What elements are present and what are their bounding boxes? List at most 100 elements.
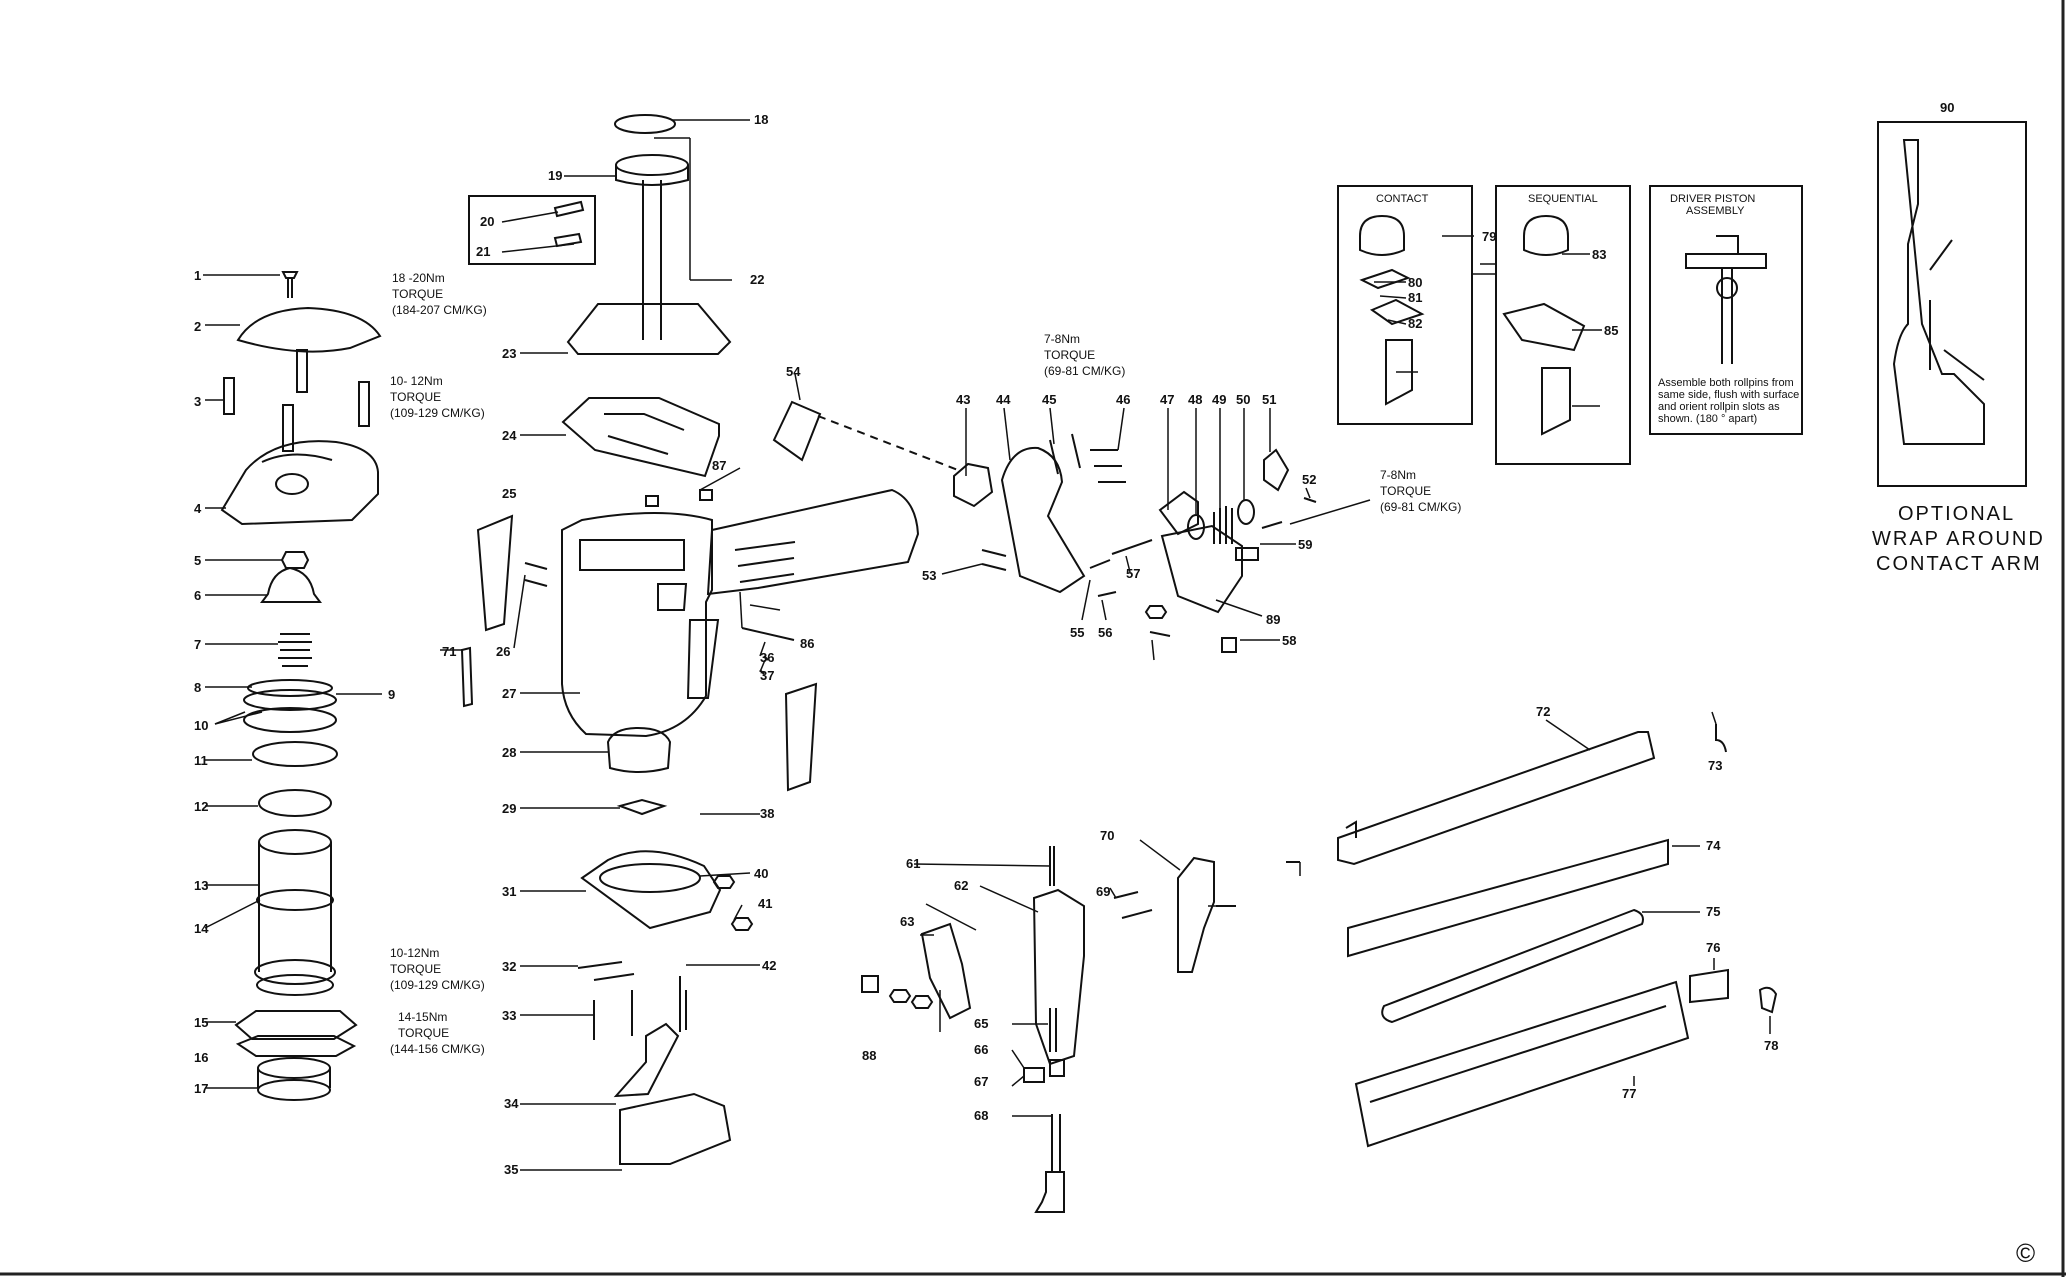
part-label: 49 <box>1212 392 1226 407</box>
part-label: 23 <box>502 346 516 361</box>
part-label: 73 <box>1708 758 1722 773</box>
part-label: 69 <box>1096 884 1110 899</box>
part-label: 45 <box>1042 392 1056 407</box>
part-label: 74 <box>1706 838 1721 853</box>
part-label: 34 <box>504 1096 519 1111</box>
part-number-labels: 1 2 3 4 5 6 7 8 9 10 11 12 13 14 15 16 1… <box>194 112 1778 1177</box>
svg-text:TORQUE: TORQUE <box>398 1026 449 1040</box>
part-label: 19 <box>548 168 562 183</box>
part-label: 3 <box>194 394 201 409</box>
part-label: 1 <box>194 268 201 283</box>
part-label: 20 <box>480 214 494 229</box>
part-label: 65 <box>974 1016 988 1031</box>
torque-note: 10- 12Nm TORQUE (109-129 CM/KG) <box>390 374 485 420</box>
part-label: 46 <box>1116 392 1130 407</box>
svg-text:same side, flush with surface: same side, flush with surface <box>1658 389 1799 401</box>
left-stack-parts <box>220 271 382 1101</box>
part-label: 36 <box>760 650 774 665</box>
part-label: 18 <box>754 112 768 127</box>
explode-dash-line <box>817 415 959 471</box>
svg-text:TORQUE: TORQUE <box>390 962 441 976</box>
part-label: 53 <box>922 568 936 583</box>
torque-note: 18 -20Nm TORQUE (184-207 CM/KG) <box>392 271 487 317</box>
part-label: 88 <box>862 1048 876 1063</box>
part-label: 79 <box>1482 229 1496 244</box>
part-label: 35 <box>504 1162 518 1177</box>
svg-text:CONTACT ARM: CONTACT ARM <box>1876 553 2042 575</box>
part-label: 66 <box>974 1042 988 1057</box>
part-label: 85 <box>1604 323 1618 338</box>
part-label: 54 <box>786 364 801 379</box>
part-label: 70 <box>1100 828 1114 843</box>
part-label: 10 <box>194 718 208 733</box>
part-label: 57 <box>1126 566 1140 581</box>
svg-text:(109-129 CM/KG): (109-129 CM/KG) <box>390 406 485 420</box>
copyright-symbol: © <box>2016 1238 2035 1268</box>
part-label: 17 <box>194 1081 208 1096</box>
part-label: 12 <box>194 799 208 814</box>
part-label: 24 <box>502 428 517 443</box>
part-label: 33 <box>502 1008 516 1023</box>
inset-optional-contact-arm <box>1877 121 2027 487</box>
part-label: 6 <box>194 588 201 603</box>
inset-sequential-title: SEQUENTIAL <box>1528 193 1598 205</box>
part-label: 40 <box>754 866 768 881</box>
svg-text:and orient rollpin slots as: and orient rollpin slots as <box>1658 401 1780 413</box>
svg-text:TORQUE: TORQUE <box>392 287 443 301</box>
part-label: 29 <box>502 801 516 816</box>
part-label: 26 <box>496 644 510 659</box>
magazine-parts <box>1286 724 1778 1148</box>
svg-text:TORQUE: TORQUE <box>1380 484 1431 498</box>
svg-text:WRAP AROUND: WRAP AROUND <box>1872 528 2045 550</box>
part-label: 28 <box>502 745 516 760</box>
torque-note: 7-8Nm TORQUE (69-81 CM/KG) <box>1380 468 1461 514</box>
part-label: 78 <box>1764 1038 1778 1053</box>
part-label: 52 <box>1302 472 1316 487</box>
part-label: 58 <box>1282 633 1296 648</box>
svg-text:18 -20Nm: 18 -20Nm <box>392 271 445 285</box>
part-label: 25 <box>502 486 516 501</box>
trigger-parts <box>953 433 1317 653</box>
part-label: 89 <box>1266 612 1280 627</box>
part-label: 9 <box>388 687 395 702</box>
svg-text:7-8Nm: 7-8Nm <box>1044 332 1080 346</box>
torque-note: 14-15Nm TORQUE (144-156 CM/KG) <box>390 1010 485 1056</box>
svg-text:(144-156 CM/KG): (144-156 CM/KG) <box>390 1042 485 1056</box>
part-label: 80 <box>1408 275 1422 290</box>
svg-text:(184-207 CM/KG): (184-207 CM/KG) <box>392 303 487 317</box>
svg-text:14-15Nm: 14-15Nm <box>398 1010 447 1024</box>
part-label: 56 <box>1098 625 1112 640</box>
part-label: 15 <box>194 1015 208 1030</box>
part-label: 55 <box>1070 625 1084 640</box>
part-label: 86 <box>800 636 814 651</box>
part-label: 87 <box>712 458 726 473</box>
part-label: 21 <box>476 244 490 259</box>
svg-text:Assemble both rollpins from: Assemble both rollpins from <box>1658 377 1794 389</box>
inset-contact-title: CONTACT <box>1376 193 1429 205</box>
part-label: 61 <box>906 856 920 871</box>
inset-sequential <box>1495 185 1631 465</box>
part-label: 11 <box>194 753 208 768</box>
part-label: 81 <box>1408 290 1422 305</box>
housing-parts <box>460 114 920 1165</box>
part-label: 27 <box>502 686 516 701</box>
part-label: 83 <box>1592 247 1606 262</box>
part-label: 37 <box>760 668 774 683</box>
svg-text:OPTIONAL: OPTIONAL <box>1898 503 2015 525</box>
driver-parts <box>861 846 1236 1213</box>
svg-text:(69-81 CM/KG): (69-81 CM/KG) <box>1044 364 1125 378</box>
svg-text:10- 12Nm: 10- 12Nm <box>390 374 443 388</box>
part-label: 31 <box>502 884 516 899</box>
torque-note: 10-12Nm TORQUE (109-129 CM/KG) <box>390 946 485 992</box>
part-label: 44 <box>996 392 1011 407</box>
part-label: 59 <box>1298 537 1312 552</box>
part-label: 82 <box>1408 316 1422 331</box>
part-label: 71 <box>442 644 456 659</box>
svg-text:shown. (180 ° apart): shown. (180 ° apart) <box>1658 413 1757 425</box>
part-label: 63 <box>900 914 914 929</box>
torque-note: 7-8Nm TORQUE (69-81 CM/KG) <box>1044 332 1125 378</box>
inset-driver-note: Assemble both rollpins from same side, f… <box>1658 377 1799 425</box>
svg-text:TORQUE: TORQUE <box>1044 348 1095 362</box>
part-label: 51 <box>1262 392 1276 407</box>
part-label: 67 <box>974 1074 988 1089</box>
